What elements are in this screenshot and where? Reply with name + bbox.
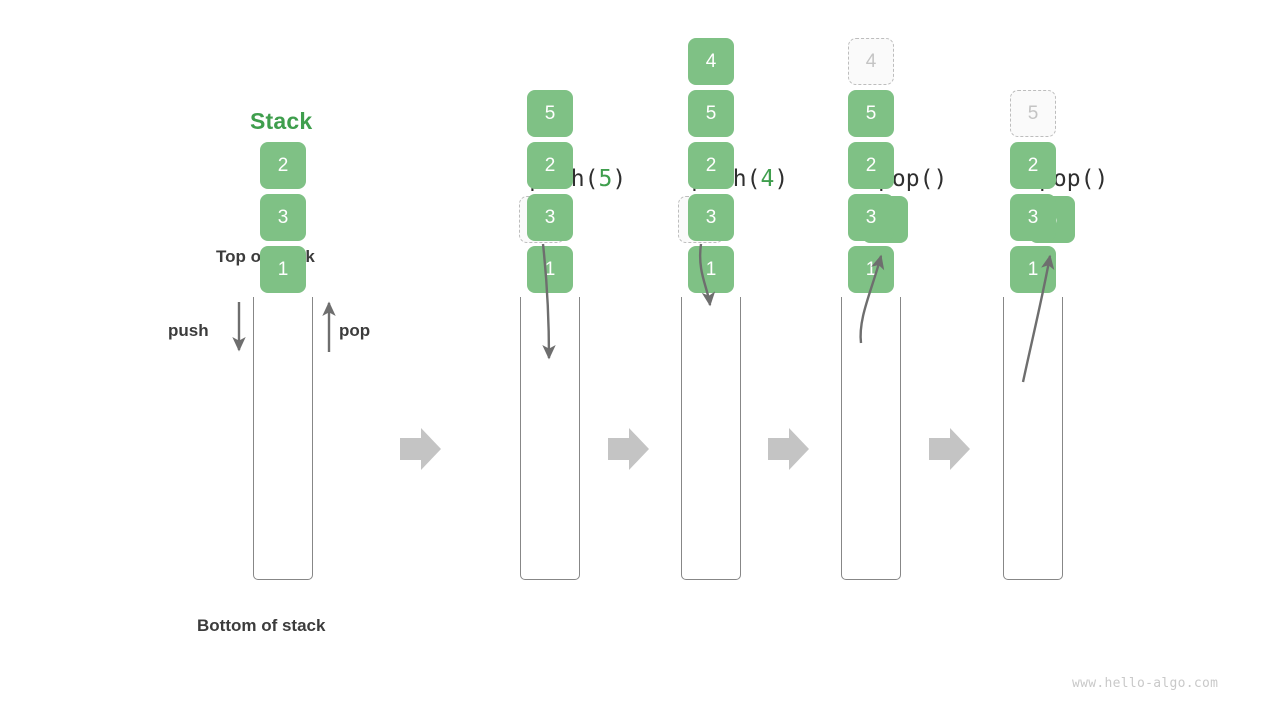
stack-cell: 4 bbox=[688, 38, 734, 85]
step-arrow-2 bbox=[608, 428, 649, 470]
stack-items-push-4: 1 3 2 5 4 bbox=[685, 38, 737, 293]
stack-cell: 3 bbox=[1010, 194, 1056, 241]
stack-cell: 1 bbox=[527, 246, 573, 293]
step-arrow-1 bbox=[400, 428, 441, 470]
bottom-of-stack-label: Bottom of stack bbox=[197, 616, 326, 635]
watermark: www.hello-algo.com bbox=[1072, 676, 1219, 691]
pop-label: pop bbox=[339, 321, 371, 340]
stack-cell: 1 bbox=[848, 246, 894, 293]
step-arrow-3 bbox=[768, 428, 809, 470]
caption-arg: 4 bbox=[760, 166, 775, 192]
stack-frame bbox=[681, 297, 741, 580]
stack-cell-ghost: 5 bbox=[1010, 90, 1056, 137]
stack-frame bbox=[253, 297, 313, 580]
stack-cell: 1 bbox=[260, 246, 306, 293]
stack-cell: 1 bbox=[1010, 246, 1056, 293]
stack-cell: 3 bbox=[848, 194, 894, 241]
stack-cell: 5 bbox=[527, 90, 573, 137]
stack-frame bbox=[841, 297, 901, 580]
stack-cell: 2 bbox=[688, 142, 734, 189]
stack-cell: 2 bbox=[848, 142, 894, 189]
stack-cell: 3 bbox=[527, 194, 573, 241]
stack-cell: 2 bbox=[527, 142, 573, 189]
stack-items-pop-2: 1 3 2 5 bbox=[1007, 90, 1059, 293]
stack-cell: 3 bbox=[688, 194, 734, 241]
stack-cell: 5 bbox=[848, 90, 894, 137]
stack-frame bbox=[1003, 297, 1063, 580]
stack-items-pop-1: 1 3 2 5 4 bbox=[845, 38, 897, 293]
stack-items-initial: 1 3 2 bbox=[257, 142, 309, 293]
caption-suffix: ) bbox=[774, 166, 789, 192]
caption-suffix: ) bbox=[612, 166, 627, 192]
stack-cell-ghost: 4 bbox=[848, 38, 894, 85]
caption-arg: 5 bbox=[598, 166, 613, 192]
stack-items-push-5: 1 3 2 5 bbox=[524, 90, 576, 293]
page-title: Stack bbox=[250, 108, 313, 134]
stack-cell: 1 bbox=[688, 246, 734, 293]
stack-cell: 3 bbox=[260, 194, 306, 241]
stack-cell: 5 bbox=[688, 90, 734, 137]
stack-cell: 2 bbox=[260, 142, 306, 189]
stack-cell: 2 bbox=[1010, 142, 1056, 189]
push-label: push bbox=[168, 321, 209, 340]
step-arrow-4 bbox=[929, 428, 970, 470]
stack-frame bbox=[520, 297, 580, 580]
